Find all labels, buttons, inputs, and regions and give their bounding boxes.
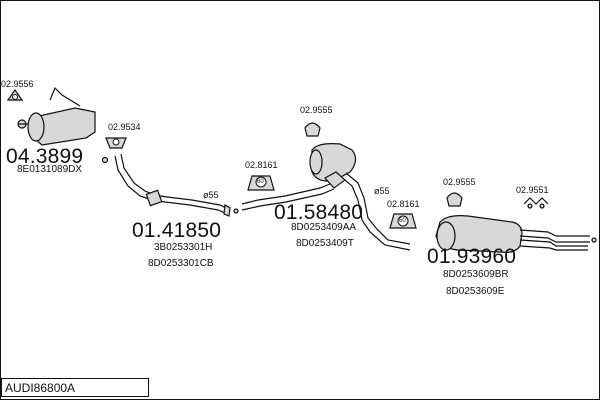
part-number: 01.58480 — [274, 201, 364, 224]
front-pipe — [114, 153, 231, 217]
accessory-code: 02.9551 — [516, 185, 549, 195]
clamp-icon — [446, 192, 463, 207]
gasket-icon — [105, 137, 127, 149]
part-code: 8D0253609E — [446, 286, 505, 297]
part-code: 3B0253301H — [154, 242, 213, 253]
part-code: 8D0253409AA — [291, 222, 357, 233]
rear-silencer — [435, 215, 590, 253]
part-code: 8E0131089DX — [17, 164, 83, 175]
accessory-code: 02.9534 — [108, 122, 141, 132]
bolt-icon — [101, 156, 109, 164]
middle-silencer — [241, 143, 411, 251]
rubber-mount-icon — [247, 175, 275, 191]
clamp-size: 60 — [399, 218, 406, 224]
catalytic-converter — [17, 86, 96, 146]
diagram-code: AUDI86800A — [5, 381, 76, 395]
part-number: 01.93960 — [427, 245, 517, 268]
hanger-icon — [523, 197, 549, 209]
accessory-code: 02.9555 — [300, 105, 333, 115]
part-code: 8D0253301CB — [148, 258, 214, 269]
accessory-code: 02.8161 — [245, 160, 278, 170]
rubber-mount-icon — [389, 213, 417, 229]
accessory-code: 02.9556 — [1, 79, 34, 89]
pipe-diameter: ø55 — [203, 190, 219, 200]
bolt-icon — [591, 237, 597, 243]
pipe-diameter: ø55 — [374, 186, 390, 196]
accessory-code: 02.9555 — [443, 177, 476, 187]
part-number: 01.41850 — [132, 219, 222, 242]
part-code: 8D0253609BR — [443, 269, 509, 280]
clamp-size: 60 — [257, 179, 264, 185]
gasket-icon — [6, 88, 24, 101]
diagram-code-box: AUDI86800A — [1, 378, 149, 397]
bolt-icon — [233, 208, 239, 214]
part-code: 8D0253409T — [296, 238, 354, 249]
accessory-code: 02.8161 — [387, 199, 420, 209]
part-number: 04.3899 — [6, 145, 84, 168]
clamp-icon — [304, 122, 321, 137]
